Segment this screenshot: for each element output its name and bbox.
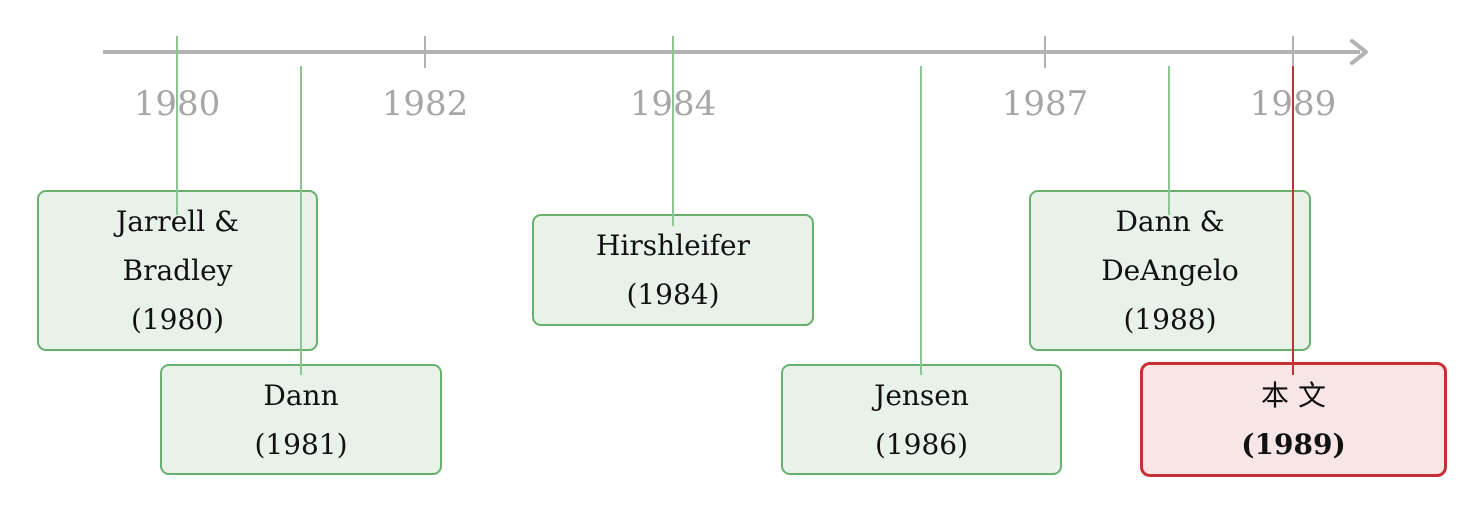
event-card-dann: Dann (1981) bbox=[160, 364, 442, 475]
event-name-line: DeAngelo bbox=[1101, 254, 1239, 287]
event-name-line: Jensen bbox=[874, 378, 969, 412]
year-label: 1980 bbox=[133, 84, 221, 124]
year-label: 1989 bbox=[1249, 84, 1337, 124]
event-year: (1980) bbox=[130, 303, 225, 336]
axis-arrowhead bbox=[1350, 39, 1368, 65]
event-year: (1981) bbox=[254, 427, 348, 461]
event-card-hirshleifer: Hirshleifer (1984) bbox=[532, 214, 814, 326]
event-card-this-paper: 本 文 (1989) bbox=[1140, 362, 1447, 477]
event-name-line: Dann & bbox=[1115, 205, 1225, 238]
event-card-dann-deangelo: Dann & DeAngelo (1988) bbox=[1029, 190, 1311, 351]
event-year: (1986) bbox=[874, 427, 969, 461]
event-year: (1989) bbox=[1241, 427, 1346, 461]
year-label: 1984 bbox=[629, 84, 717, 124]
year-label: 1987 bbox=[1001, 84, 1089, 124]
event-name-line: Jarrell & bbox=[116, 205, 239, 238]
event-name-line: 本 文 bbox=[1261, 378, 1326, 412]
event-card-jensen: Jensen (1986) bbox=[781, 364, 1062, 475]
event-name-line: Dann bbox=[263, 378, 339, 412]
year-label: 1982 bbox=[381, 84, 469, 124]
event-card-jarrell-bradley: Jarrell & Bradley (1980) bbox=[37, 190, 318, 351]
event-name-line: Hirshleifer bbox=[596, 229, 750, 262]
event-year: (1984) bbox=[626, 278, 720, 311]
event-name-line: Bradley bbox=[122, 254, 233, 287]
event-year: (1988) bbox=[1123, 303, 1217, 336]
